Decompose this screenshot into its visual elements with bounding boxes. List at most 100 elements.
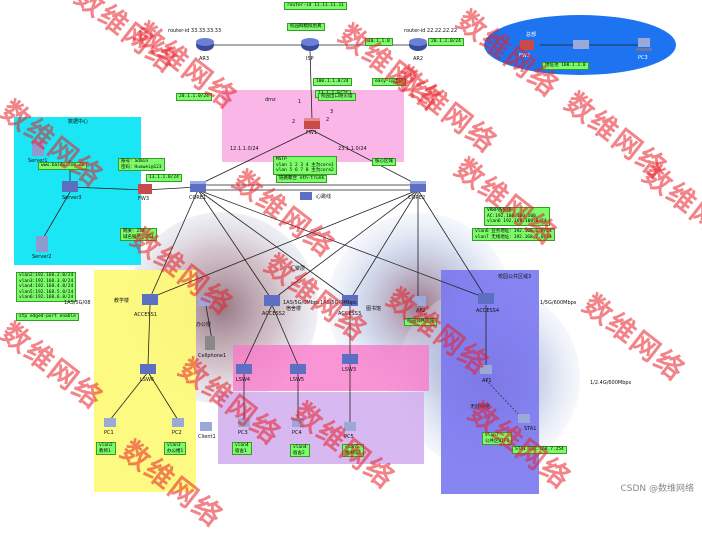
- access2-switch-icon[interactable]: [264, 295, 280, 306]
- lsw3-switch-icon[interactable]: [342, 354, 358, 364]
- access3-switch-icon[interactable]: [342, 295, 358, 306]
- access2-label: ACCESS2: [262, 311, 286, 317]
- pc4-label: PC4: [292, 430, 302, 436]
- ar2-router-id: router-id 22.22.22.22: [404, 28, 458, 34]
- dc-dns: 域名服务：253: [123, 234, 154, 240]
- library-label: 图书馆: [366, 306, 382, 312]
- hq-switch-icon[interactable]: [573, 40, 589, 49]
- fw3-label: FW3: [138, 196, 150, 202]
- vrrp-business: vlan6 业务地址：192.168.6.0/24: [475, 229, 552, 234]
- dc-title: 数据中心: [68, 119, 89, 125]
- credit-label: CSDN @数维网络: [620, 484, 694, 494]
- dmz-label: dmz: [265, 97, 276, 103]
- hq-site-label: 总部: [526, 32, 537, 38]
- server1-icon[interactable]: [32, 140, 44, 156]
- ar2-router-icon[interactable]: [409, 38, 427, 51]
- access4-switch-icon[interactable]: [478, 293, 494, 304]
- pc1-icon[interactable]: [104, 418, 116, 427]
- fw3-firewall-icon[interactable]: [138, 184, 152, 194]
- lsw5-switch-icon[interactable]: [290, 364, 306, 374]
- hq-pool-label: 地址池 100.1.1.0: [542, 62, 589, 70]
- teaching-zone: [94, 270, 196, 492]
- dc-domain-label: www.baidu.com.cn: [38, 162, 88, 170]
- office-label: 办公楼: [196, 322, 212, 328]
- heartbeat-switch-icon[interactable]: [300, 192, 312, 200]
- isp-link-right: 20.1.1.0/24: [428, 38, 464, 46]
- net-speed-e: 1AS/5G/08: [64, 300, 91, 306]
- aggregation-label: 汇聚层: [290, 266, 306, 272]
- ar3-router-id: router-id 33.33.33.33: [168, 28, 222, 34]
- fw-right-net: 23.1.1.0/24: [338, 146, 367, 152]
- isp-router-icon[interactable]: [301, 38, 319, 51]
- net-speed-b: 1AS/5G/0Mbps: [320, 300, 357, 306]
- vlan-item: vlan5:192.168.5.0/24: [19, 289, 74, 295]
- server2-icon[interactable]: [36, 236, 48, 252]
- lsw4-switch-icon[interactable]: [236, 364, 252, 374]
- ap1-icon[interactable]: [480, 365, 492, 374]
- ar3-router-icon[interactable]: [196, 38, 214, 51]
- teaching-title: 教学楼: [114, 298, 130, 304]
- core2-switch-icon[interactable]: [410, 181, 426, 192]
- ac-icon[interactable]: [198, 296, 212, 306]
- public-zone-title: 校园公共区域3: [498, 274, 532, 280]
- vrrp-ac: AC:192.168.100.100: [487, 213, 536, 219]
- fw-nat-label: easy-ip出口: [372, 78, 406, 86]
- lsw5-label: LSW5: [290, 377, 305, 383]
- dorm-label: 宿舍楼: [286, 306, 302, 312]
- fw2-firewall-icon[interactable]: [520, 40, 534, 50]
- hq-pc-icon[interactable]: [636, 38, 652, 51]
- core1-switch-icon[interactable]: [190, 181, 206, 192]
- vlan-item: vlan2:192.168.2.0/24: [19, 273, 74, 278]
- heartbeat-label: 心跳线: [316, 194, 332, 200]
- access1-label: ACCESS1: [134, 312, 158, 318]
- dc-gateway: 网关：254: [123, 229, 145, 234]
- library-zone: [218, 392, 424, 464]
- lsw6-switch-icon[interactable]: [140, 364, 156, 374]
- fw-link-label: 100.1.1.0/24: [313, 78, 352, 86]
- sta-icon[interactable]: [518, 414, 530, 423]
- ar2-label: AR2: [413, 56, 424, 62]
- fw-port-2: 2: [292, 119, 296, 125]
- pc5-icon[interactable]: [344, 422, 356, 431]
- ar3-label: AR3: [199, 56, 210, 62]
- fw-port-3: 2: [326, 117, 330, 123]
- ap2-icon[interactable]: [412, 296, 426, 306]
- client1-icon[interactable]: [200, 422, 212, 431]
- mstp-inst2: vlan 5 6 7 8 主为core2: [276, 168, 334, 173]
- access1-switch-icon[interactable]: [142, 294, 158, 305]
- cellphone-icon[interactable]: [205, 336, 215, 350]
- vlan-item: vlan4:192.168.4.0/24: [19, 284, 74, 289]
- vlan-item: vlan6:192.168.6.0/24: [19, 295, 74, 300]
- pc4-icon[interactable]: [292, 418, 304, 427]
- pc2-icon[interactable]: [172, 418, 184, 427]
- server2-label: Server2: [32, 254, 52, 260]
- server3-label: Server3: [62, 195, 82, 201]
- vlan4-desc: 宿舍1: [235, 448, 247, 454]
- vlan6-id: vlan5: [345, 445, 359, 450]
- pc2-label: PC2: [172, 430, 182, 436]
- vlan5-id: vlan4: [293, 445, 307, 450]
- server3-switch-icon[interactable]: [62, 181, 78, 192]
- wifi-name-label: 无线网络: [470, 404, 491, 410]
- fw1-firewall-icon[interactable]: [304, 118, 320, 129]
- mstp-title: MSTP: [276, 157, 287, 162]
- devices-layer: [32, 38, 652, 431]
- sim-title: 校园网模拟仿真: [287, 23, 325, 31]
- net-speed-a: 1AS/5G/0Mbps: [283, 300, 320, 306]
- cellphone-label: Cellphone1: [198, 353, 227, 359]
- bpdu-label: stp edged-port enable: [16, 313, 79, 321]
- public-zone: [441, 270, 539, 494]
- vrrp-vlan6: vlan6 192.168.100.0/24: [487, 219, 547, 224]
- core-cluster-label: 核心区域: [372, 158, 396, 166]
- pc3-icon[interactable]: [238, 418, 250, 427]
